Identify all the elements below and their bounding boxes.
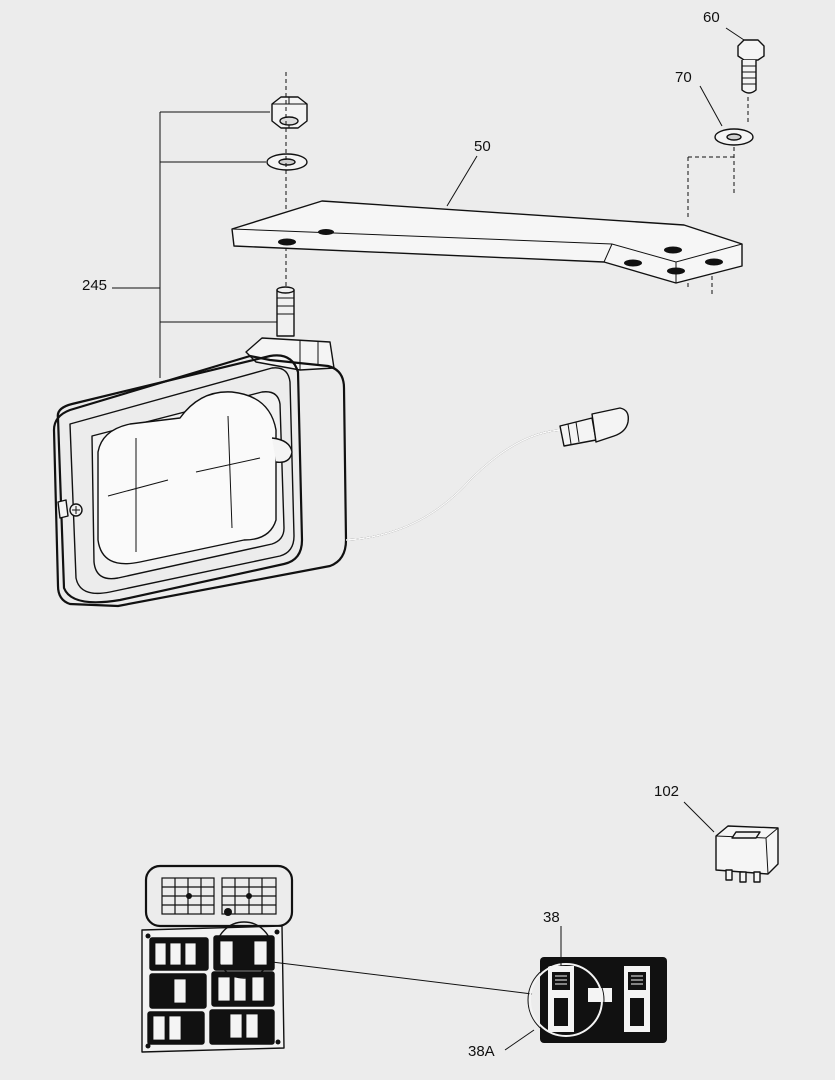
- callout-38A: 38A: [468, 1043, 495, 1060]
- work-light: [52, 286, 630, 608]
- callout-labels: 60 70 50 245 102 38 38A: [82, 9, 720, 1060]
- bolt: [737, 39, 765, 94]
- callout-245: 245: [82, 277, 107, 294]
- relay: [715, 825, 779, 883]
- bolt-alignment-lines: [687, 97, 749, 295]
- mounting-bracket: [231, 200, 743, 284]
- leader-lines: [112, 27, 745, 1051]
- lock-washer: [714, 128, 754, 146]
- callout-38: 38: [543, 909, 560, 926]
- callout-70: 70: [675, 69, 692, 86]
- callout-50: 50: [474, 138, 491, 155]
- detail-leader-line: [271, 961, 533, 995]
- callout-60: 60: [703, 9, 720, 26]
- rocker-switch-decal: [527, 957, 667, 1043]
- switch-panel: [141, 864, 294, 1053]
- flat-washer: [266, 153, 308, 171]
- hex-nut: [271, 96, 308, 129]
- callout-102: 102: [654, 783, 679, 800]
